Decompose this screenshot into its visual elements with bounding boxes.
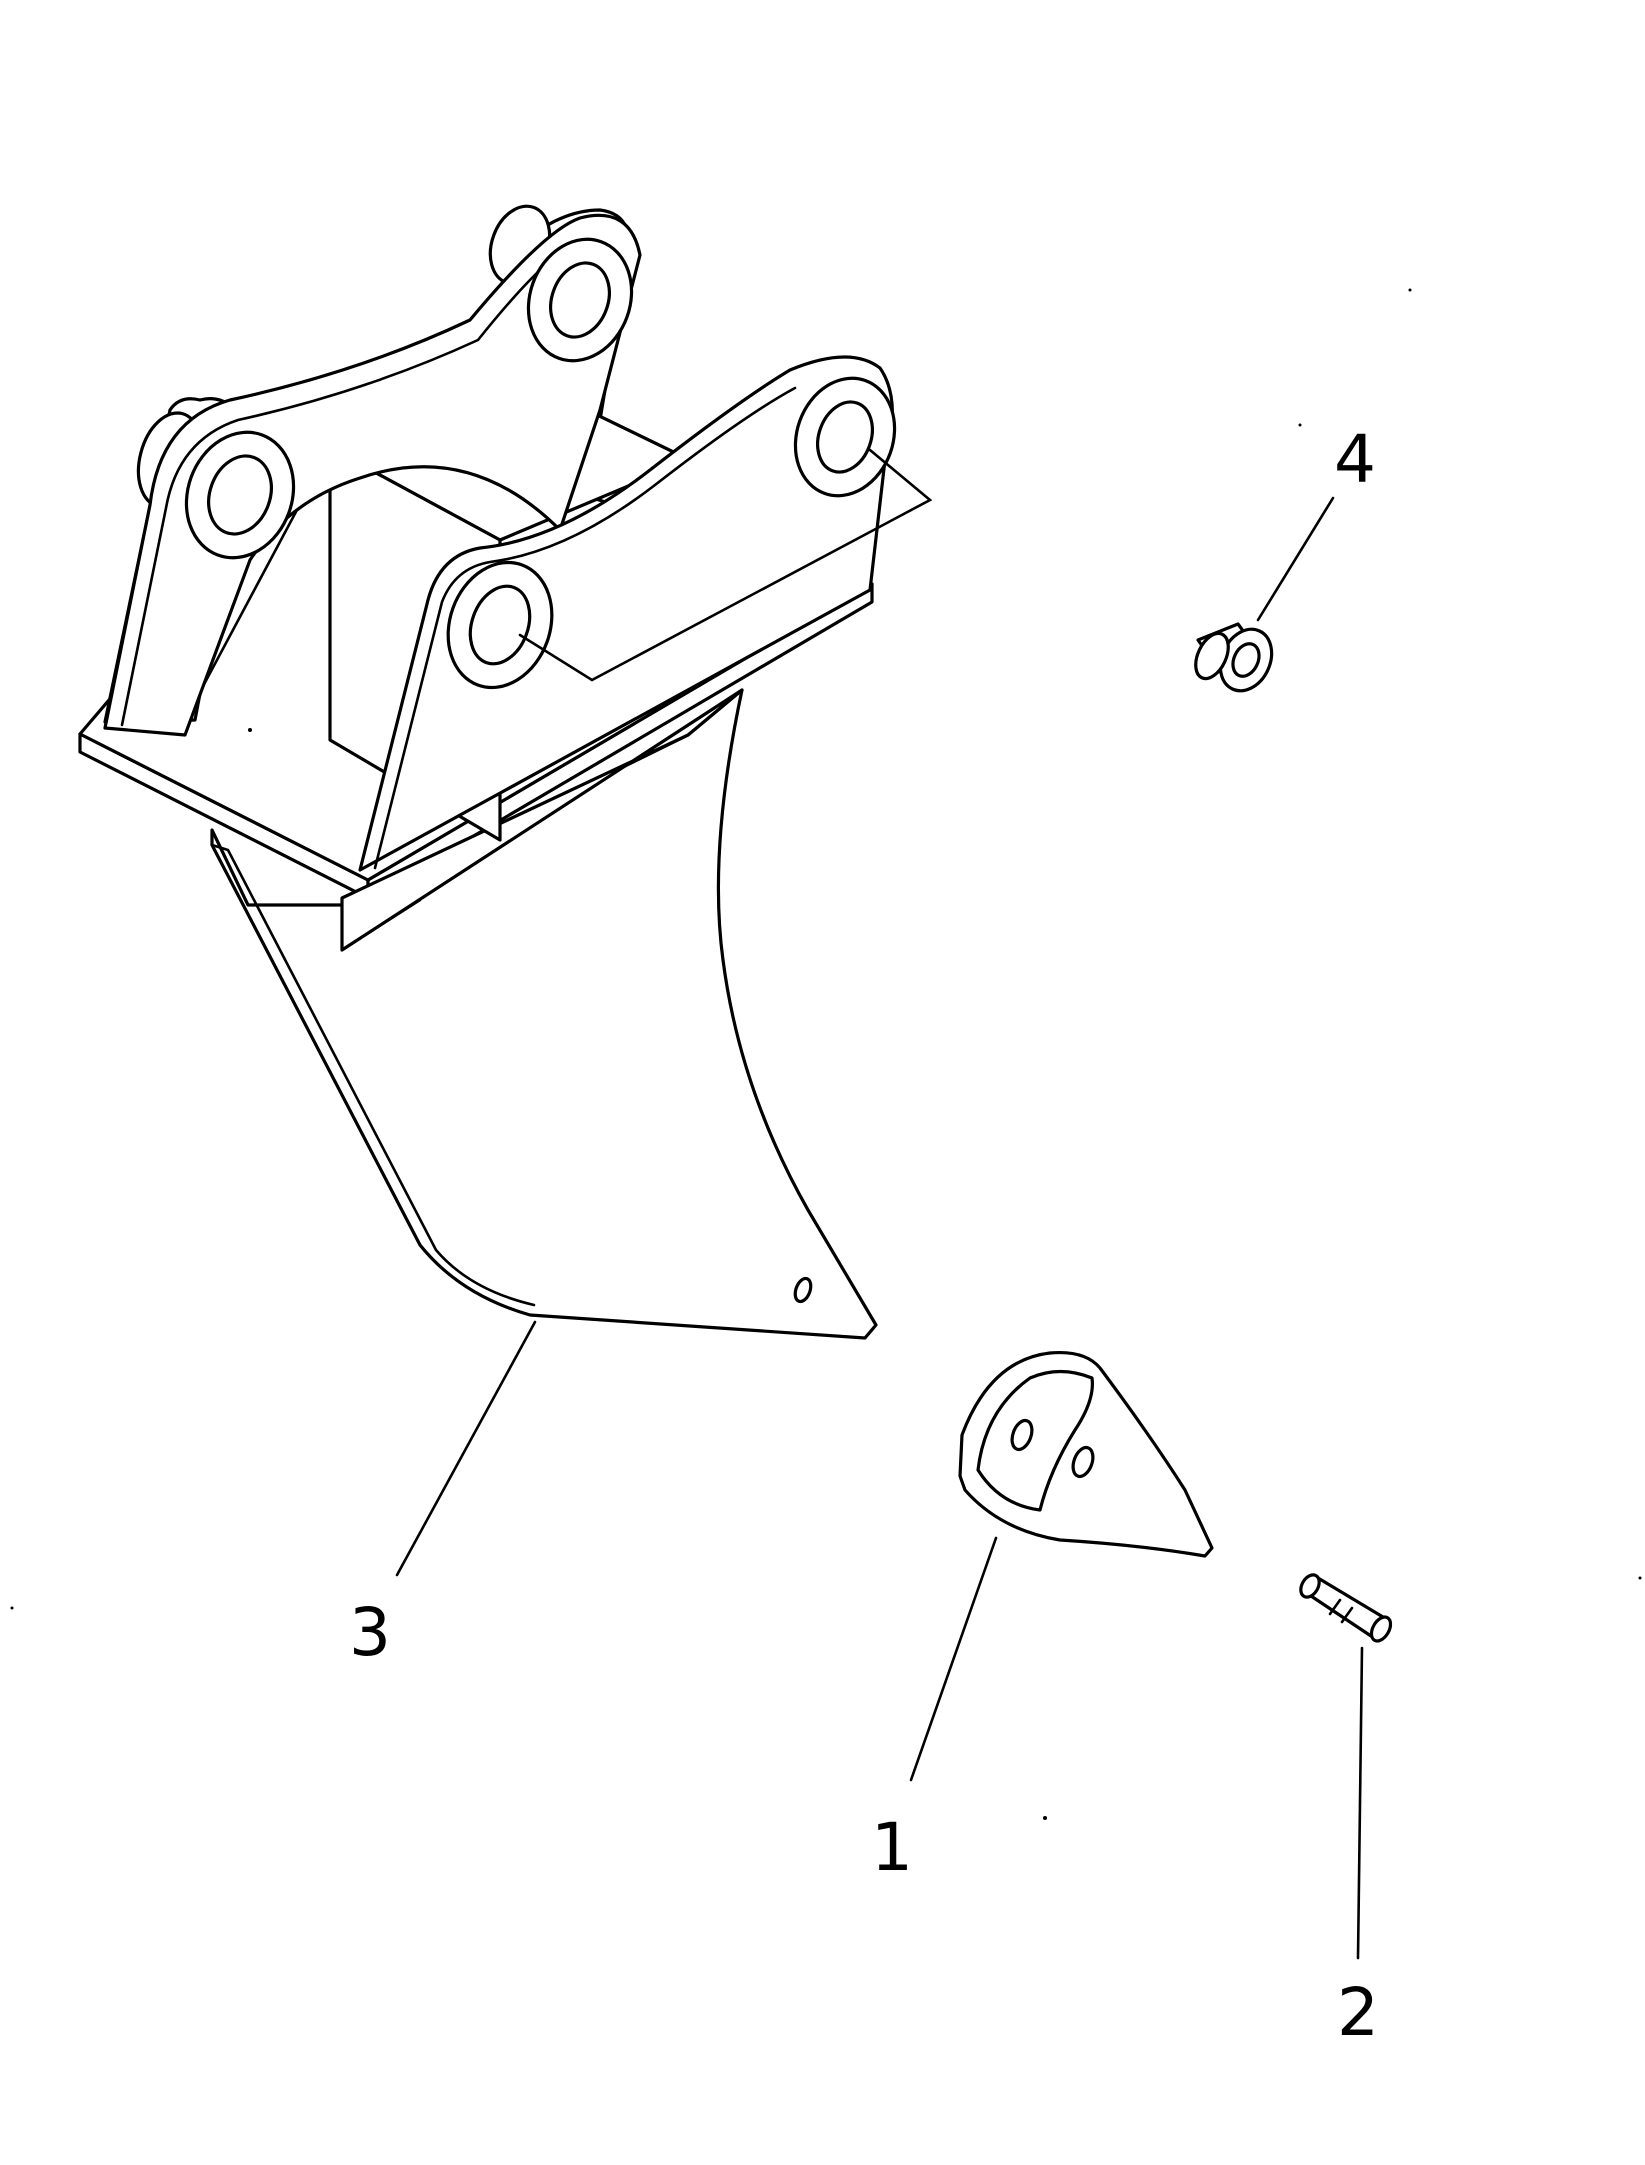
gusset (340, 688, 744, 952)
tooth-pin-hole-2 (1071, 1445, 1095, 1479)
ripper-shank-assembly (78, 204, 933, 1340)
scan-specks (10, 288, 1642, 1820)
bore-left-top (549, 261, 611, 339)
shank-blade-side (210, 843, 536, 1307)
leader-1 (909, 1536, 998, 1782)
bushing-back (1194, 631, 1230, 681)
callout-numbers: 4 3 1 2 (349, 421, 1379, 2051)
bore-centerline (518, 448, 933, 682)
bore-right-front (468, 584, 532, 666)
pin-end-right (1369, 1615, 1393, 1643)
leader-4 (1256, 496, 1335, 622)
shank-pin-hole (793, 1276, 813, 1304)
tooth-recess (976, 1369, 1094, 1512)
shank-blade (210, 688, 878, 1340)
bushing-bore (1231, 642, 1261, 678)
ripper-tooth (958, 1350, 1214, 1558)
retaining-pin (1299, 1573, 1393, 1643)
pin-groove (1328, 1598, 1354, 1624)
bushing (1194, 622, 1274, 693)
side-plate-left (103, 213, 642, 737)
callout-2: 2 (1337, 1974, 1379, 2051)
bore-left-front (207, 454, 273, 536)
side-plate-right (358, 355, 894, 872)
callout-3: 3 (349, 1594, 391, 1671)
leader-2 (1356, 1646, 1364, 1960)
callout-4: 4 (1334, 421, 1376, 498)
callout-1: 1 (871, 1809, 913, 1886)
leader-3 (395, 1320, 537, 1577)
pin-end-left (1299, 1573, 1321, 1599)
bore-right-top (816, 400, 874, 474)
side-plate-right-edge (373, 386, 797, 870)
tooth-pin-hole-1 (1010, 1418, 1034, 1452)
gusset-edge (340, 898, 422, 952)
leader-lines (395, 496, 1364, 1960)
